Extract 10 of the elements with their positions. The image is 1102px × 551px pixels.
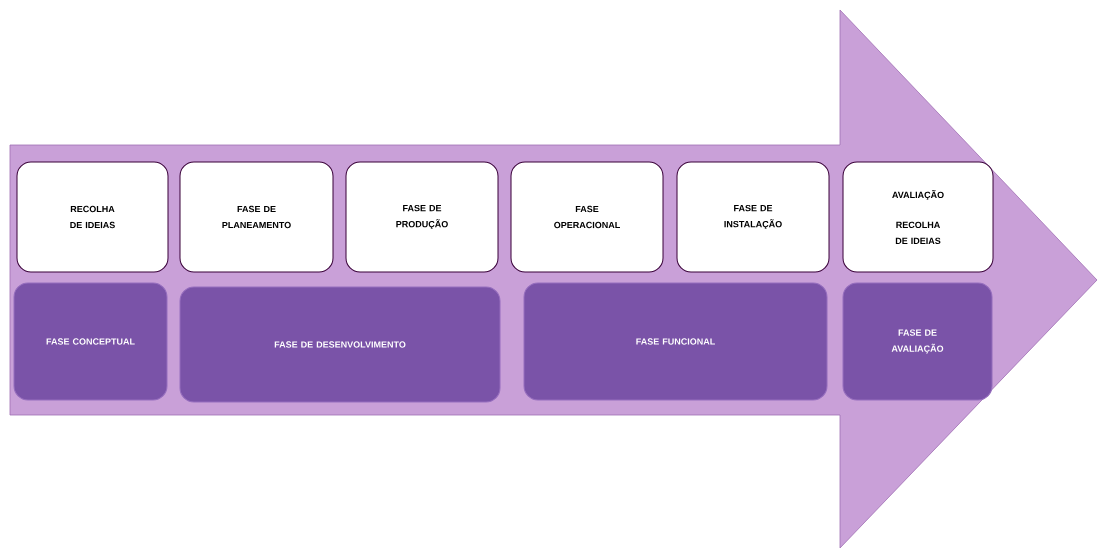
phase-box: FASE DE AVALIAÇÃO — [842, 282, 993, 401]
text-box: FASE DE PRODUÇÃO — [345, 161, 499, 273]
text-box: RECOLHA DE IDEIAS — [16, 161, 169, 273]
text-box: FASE DE PLANEAMENTO — [179, 161, 334, 273]
text-box: AVALIAÇÃO RECOLHA DE IDEIAS — [842, 161, 994, 273]
text-box: FASE DE INSTALAÇÃO — [676, 161, 830, 273]
phase-box: FASE CONCEPTUAL — [13, 282, 168, 401]
phase-box: FASE FUNCIONAL — [523, 282, 828, 401]
text-box: FASE OPERACIONAL — [510, 161, 664, 273]
phase-box: FASE DE DESENVOLVIMENTO — [179, 286, 501, 403]
